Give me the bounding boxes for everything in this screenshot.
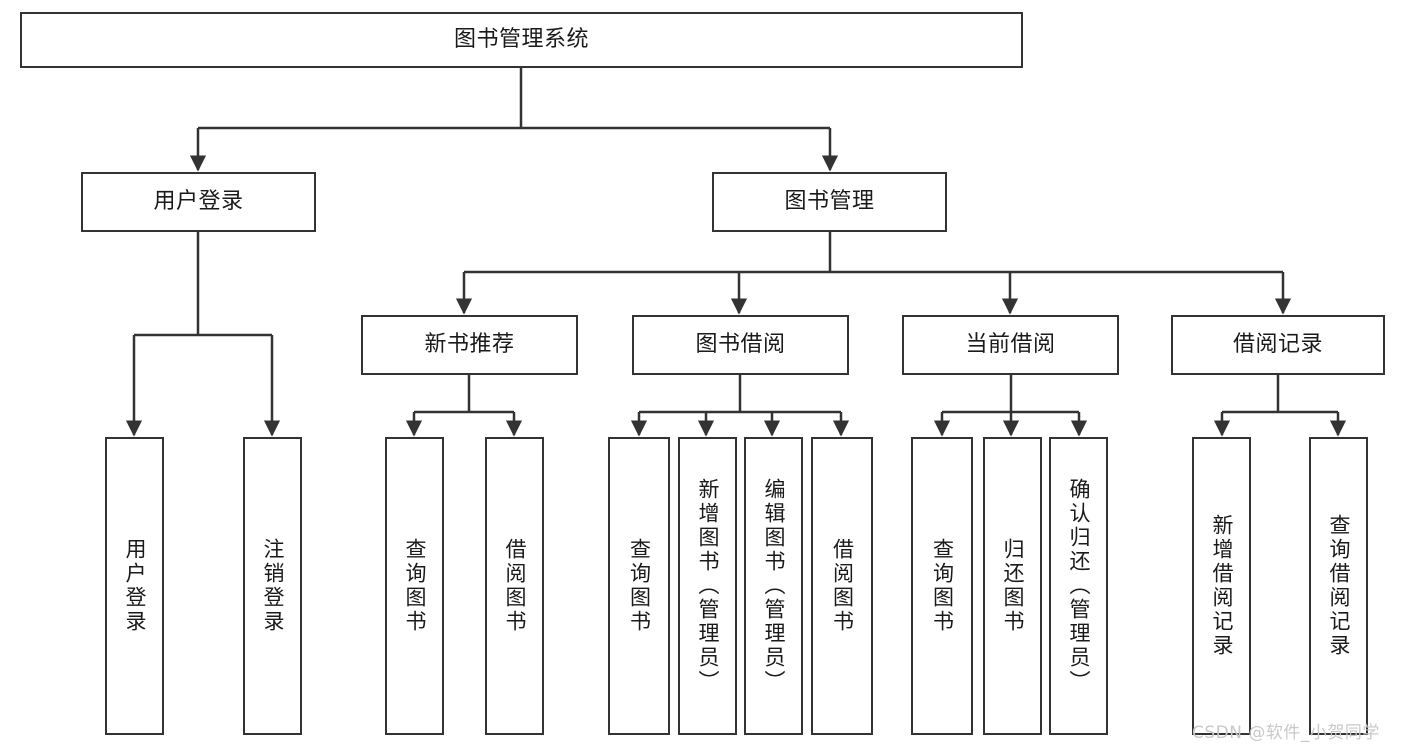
node-label: 当前借阅 (965, 331, 1056, 357)
node-label: 图书管理 (784, 188, 875, 214)
leaf-logout[interactable]: 注销登录 (243, 437, 302, 735)
leaf-query-book-current[interactable]: 查询图书 (911, 437, 973, 735)
node-label: 新增图书（管理员） (696, 478, 720, 694)
node-label: 确认归还（管理员） (1067, 478, 1091, 694)
node-label: 查询借阅记录 (1327, 514, 1351, 658)
leaf-return-book[interactable]: 归还图书 (983, 437, 1042, 735)
node-label: 归还图书 (1001, 538, 1025, 634)
leaf-user-login[interactable]: 用户登录 (105, 437, 164, 735)
leaf-edit-book-admin[interactable]: 编辑图书（管理员） (744, 437, 803, 735)
node-book-borrow[interactable]: 图书借阅 (632, 315, 849, 375)
leaf-borrow-book-new[interactable]: 借阅图书 (485, 437, 544, 735)
leaf-query-book-borrow[interactable]: 查询图书 (608, 437, 670, 735)
node-label: 用户登录 (123, 538, 147, 634)
node-label: 借阅图书 (503, 538, 527, 634)
node-label: 查询图书 (627, 538, 652, 634)
node-label: 新增借阅记录 (1210, 514, 1234, 658)
leaf-query-borrow-record[interactable]: 查询借阅记录 (1309, 437, 1368, 735)
node-label: 查询图书 (403, 538, 427, 634)
csdn-watermark: CSDN @软件_小贺同学 (1192, 723, 1380, 743)
leaf-confirm-return-admin[interactable]: 确认归还（管理员） (1049, 437, 1108, 735)
node-root-system[interactable]: 图书管理系统 (20, 12, 1023, 68)
node-label: 编辑图书（管理员） (762, 478, 786, 694)
node-label: 图书管理系统 (453, 26, 589, 52)
node-current-borrow[interactable]: 当前借阅 (902, 315, 1119, 375)
node-borrow-records[interactable]: 借阅记录 (1171, 315, 1385, 375)
leaf-add-borrow-record[interactable]: 新增借阅记录 (1192, 437, 1251, 735)
leaf-borrow-book[interactable]: 借阅图书 (811, 437, 873, 735)
node-label: 图书借阅 (695, 331, 786, 357)
node-label: 借阅图书 (830, 538, 855, 634)
leaf-query-book-new[interactable]: 查询图书 (385, 437, 444, 735)
node-label: 新书推荐 (424, 331, 515, 357)
node-label: 注销登录 (261, 538, 285, 634)
leaf-add-book-admin[interactable]: 新增图书（管理员） (678, 437, 737, 735)
node-user-login[interactable]: 用户登录 (81, 172, 316, 232)
node-label: 查询图书 (930, 538, 955, 634)
node-new-book-recommend[interactable]: 新书推荐 (361, 315, 578, 375)
node-label: 用户登录 (153, 188, 244, 214)
node-label: 借阅记录 (1232, 331, 1323, 357)
node-book-management[interactable]: 图书管理 (712, 172, 947, 232)
